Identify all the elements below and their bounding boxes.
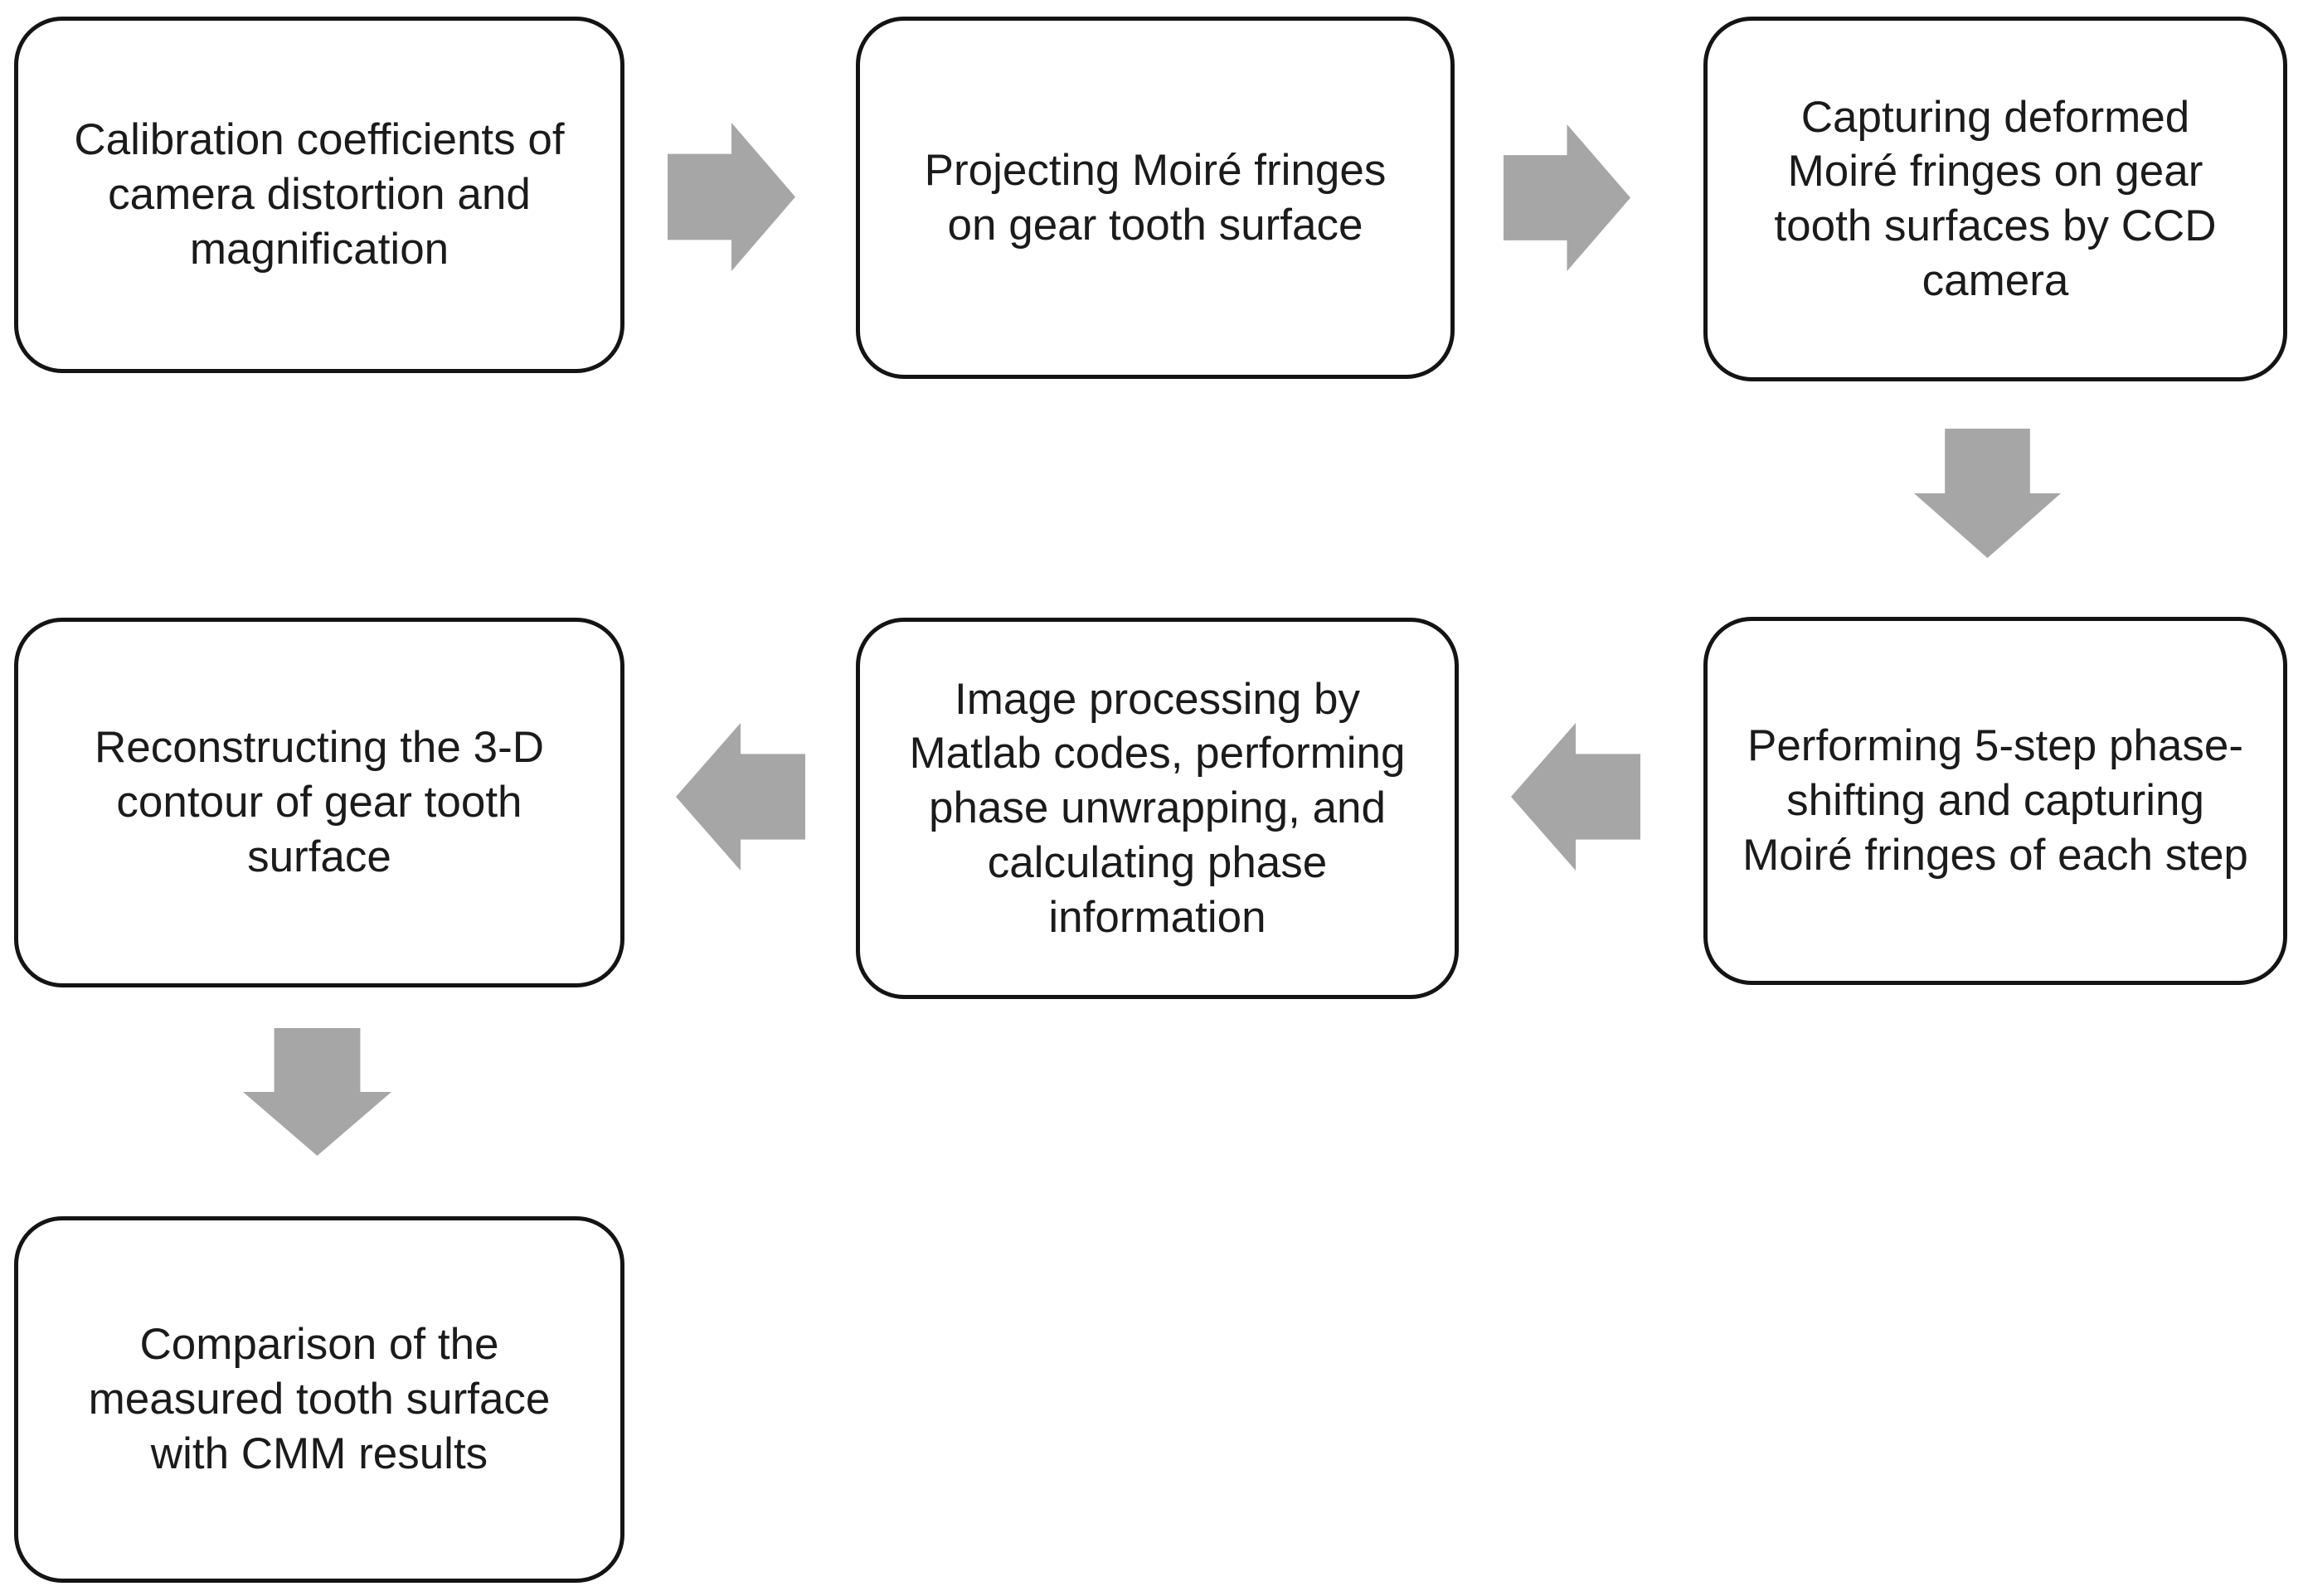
flow-step-phase-shifting: Performing 5-step phase- shifting and ca… — [1703, 617, 2287, 985]
flow-step-label: Comparison of the measured tooth surface… — [88, 1320, 551, 1478]
block-arrow-left-shape — [1511, 723, 1640, 871]
flow-step-projecting: Projecting Moiré fringes on gear tooth s… — [856, 17, 1455, 379]
arrow-image-processing-to-reconstructing-icon — [676, 723, 805, 871]
flow-step-label: Performing 5-step phase- shifting and ca… — [1742, 721, 2248, 880]
flow-step-reconstructing: Reconstructing the 3-D contour of gear t… — [14, 618, 624, 987]
arrow-phase-shifting-to-image-processing-icon — [1511, 723, 1640, 871]
arrow-capturing-to-phase-shifting-icon — [1914, 429, 2061, 558]
flow-step-image-processing: Image processing by Matlab codes, perfor… — [856, 618, 1459, 999]
block-arrow-down-shape — [1914, 429, 2061, 558]
arrow-projecting-to-capturing-icon — [1504, 124, 1630, 271]
flow-step-label: Reconstructing the 3-D contour of gear t… — [94, 723, 545, 881]
arrow-reconstructing-to-comparison-icon — [243, 1028, 391, 1156]
flow-step-comparison: Comparison of the measured tooth surface… — [14, 1216, 624, 1583]
flow-step-calibration: Calibration coefficients of camera disto… — [14, 17, 624, 373]
block-arrow-right-shape — [668, 123, 795, 271]
block-arrow-down-shape — [243, 1028, 391, 1156]
flow-step-label: Projecting Moiré fringes on gear tooth s… — [924, 145, 1387, 250]
flow-step-label: Calibration coefficients of camera disto… — [74, 115, 565, 274]
flow-step-label: Capturing deformed Moiré fringes on gear… — [1774, 92, 2217, 305]
block-arrow-left-shape — [676, 723, 805, 871]
flow-step-label: Image processing by Matlab codes, perfor… — [909, 674, 1406, 942]
arrow-calibration-to-projecting-icon — [668, 123, 795, 271]
flow-step-capturing: Capturing deformed Moiré fringes on gear… — [1703, 17, 2287, 381]
block-arrow-right-shape — [1504, 124, 1630, 271]
